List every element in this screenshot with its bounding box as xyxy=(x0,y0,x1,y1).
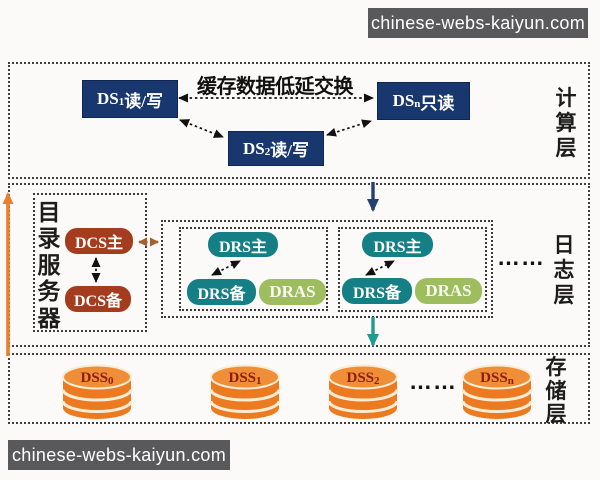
cylinder-band xyxy=(461,389,533,402)
watermark-bottom-text: chinese-webs-kaiyun.com xyxy=(12,444,226,465)
database-cylinder-icon: DSS2 xyxy=(327,364,399,419)
cylinder-band xyxy=(327,400,399,413)
node-drs-primary-2: DRS主 xyxy=(362,232,433,257)
compute-layer-label: 计算层 xyxy=(555,87,577,160)
database-cylinder-icon: DSS1 xyxy=(209,364,281,419)
node-drs-primary-1: DRS主 xyxy=(208,232,278,257)
node-ds1-sub: 1 xyxy=(118,96,125,108)
node-dcs-standby: DCS备 xyxy=(65,286,131,312)
cylinder-top xyxy=(210,364,280,390)
cylinder-label-dss1: DSS1 xyxy=(228,370,261,387)
node-dcs-primary: DCS主 xyxy=(65,228,133,254)
node-ds2-sub: 2 xyxy=(264,145,271,158)
node-dsn-sub: n xyxy=(414,98,421,110)
node-ds2-prefix: DS xyxy=(243,138,265,158)
cylinder-band xyxy=(209,400,281,413)
node-dsn-suffix: 只读 xyxy=(420,93,455,113)
database-cylinder-icon: DSSn xyxy=(461,364,533,419)
cylinder-band xyxy=(61,400,133,413)
watermark-top-bar: chinese-webs-kaiyun.com xyxy=(368,8,588,38)
cylinder-band xyxy=(61,389,133,402)
directory-server-label: 目录服务器 xyxy=(37,199,61,331)
watermark-top-text: chinese-webs-kaiyun.com xyxy=(371,12,585,33)
node-dras-1: DRAS xyxy=(259,279,326,305)
storage-ellipsis: …… xyxy=(409,368,457,394)
storage-layer-label: 存储层 xyxy=(545,356,567,426)
node-dras-2: DRAS xyxy=(415,278,482,304)
log-ellipsis: …… xyxy=(497,244,545,270)
drs-group-2-box xyxy=(338,227,487,312)
watermark-bottom-bar: chinese-webs-kaiyun.com xyxy=(8,440,230,470)
database-cylinder-icon: DSS0 xyxy=(61,364,133,419)
cylinder-label-dss2: DSS2 xyxy=(346,370,380,387)
node-dsn-prefix: DS xyxy=(392,91,415,110)
cylinder-top xyxy=(62,364,132,390)
node-ds1-suffix: 读/写 xyxy=(124,91,163,111)
node-drs-standby-1: DRS备 xyxy=(187,279,256,305)
cylinder-band xyxy=(209,389,281,402)
cylinder-top xyxy=(462,364,532,390)
directory-server-box xyxy=(33,193,147,332)
node-ds2-suffix: 读/写 xyxy=(270,141,309,160)
cylinder-top xyxy=(328,364,398,390)
storage-layer-box xyxy=(8,353,590,424)
cache-exchange-title: 缓存数据低延交换 xyxy=(197,76,354,98)
log-layer-label: 日志层 xyxy=(553,234,575,307)
compute-layer-box xyxy=(8,62,590,179)
cylinder-band xyxy=(461,400,533,413)
drs-group-1-box xyxy=(179,227,328,311)
node-ds1-prefix: DS xyxy=(97,89,119,108)
drs-cluster-box xyxy=(161,220,493,318)
cylinder-label-dssn: DSSn xyxy=(480,370,514,387)
cylinder-band xyxy=(327,389,399,402)
cylinder-label-dss0: DSS0 xyxy=(80,370,114,387)
node-drs-standby-2: DRS备 xyxy=(342,278,412,304)
